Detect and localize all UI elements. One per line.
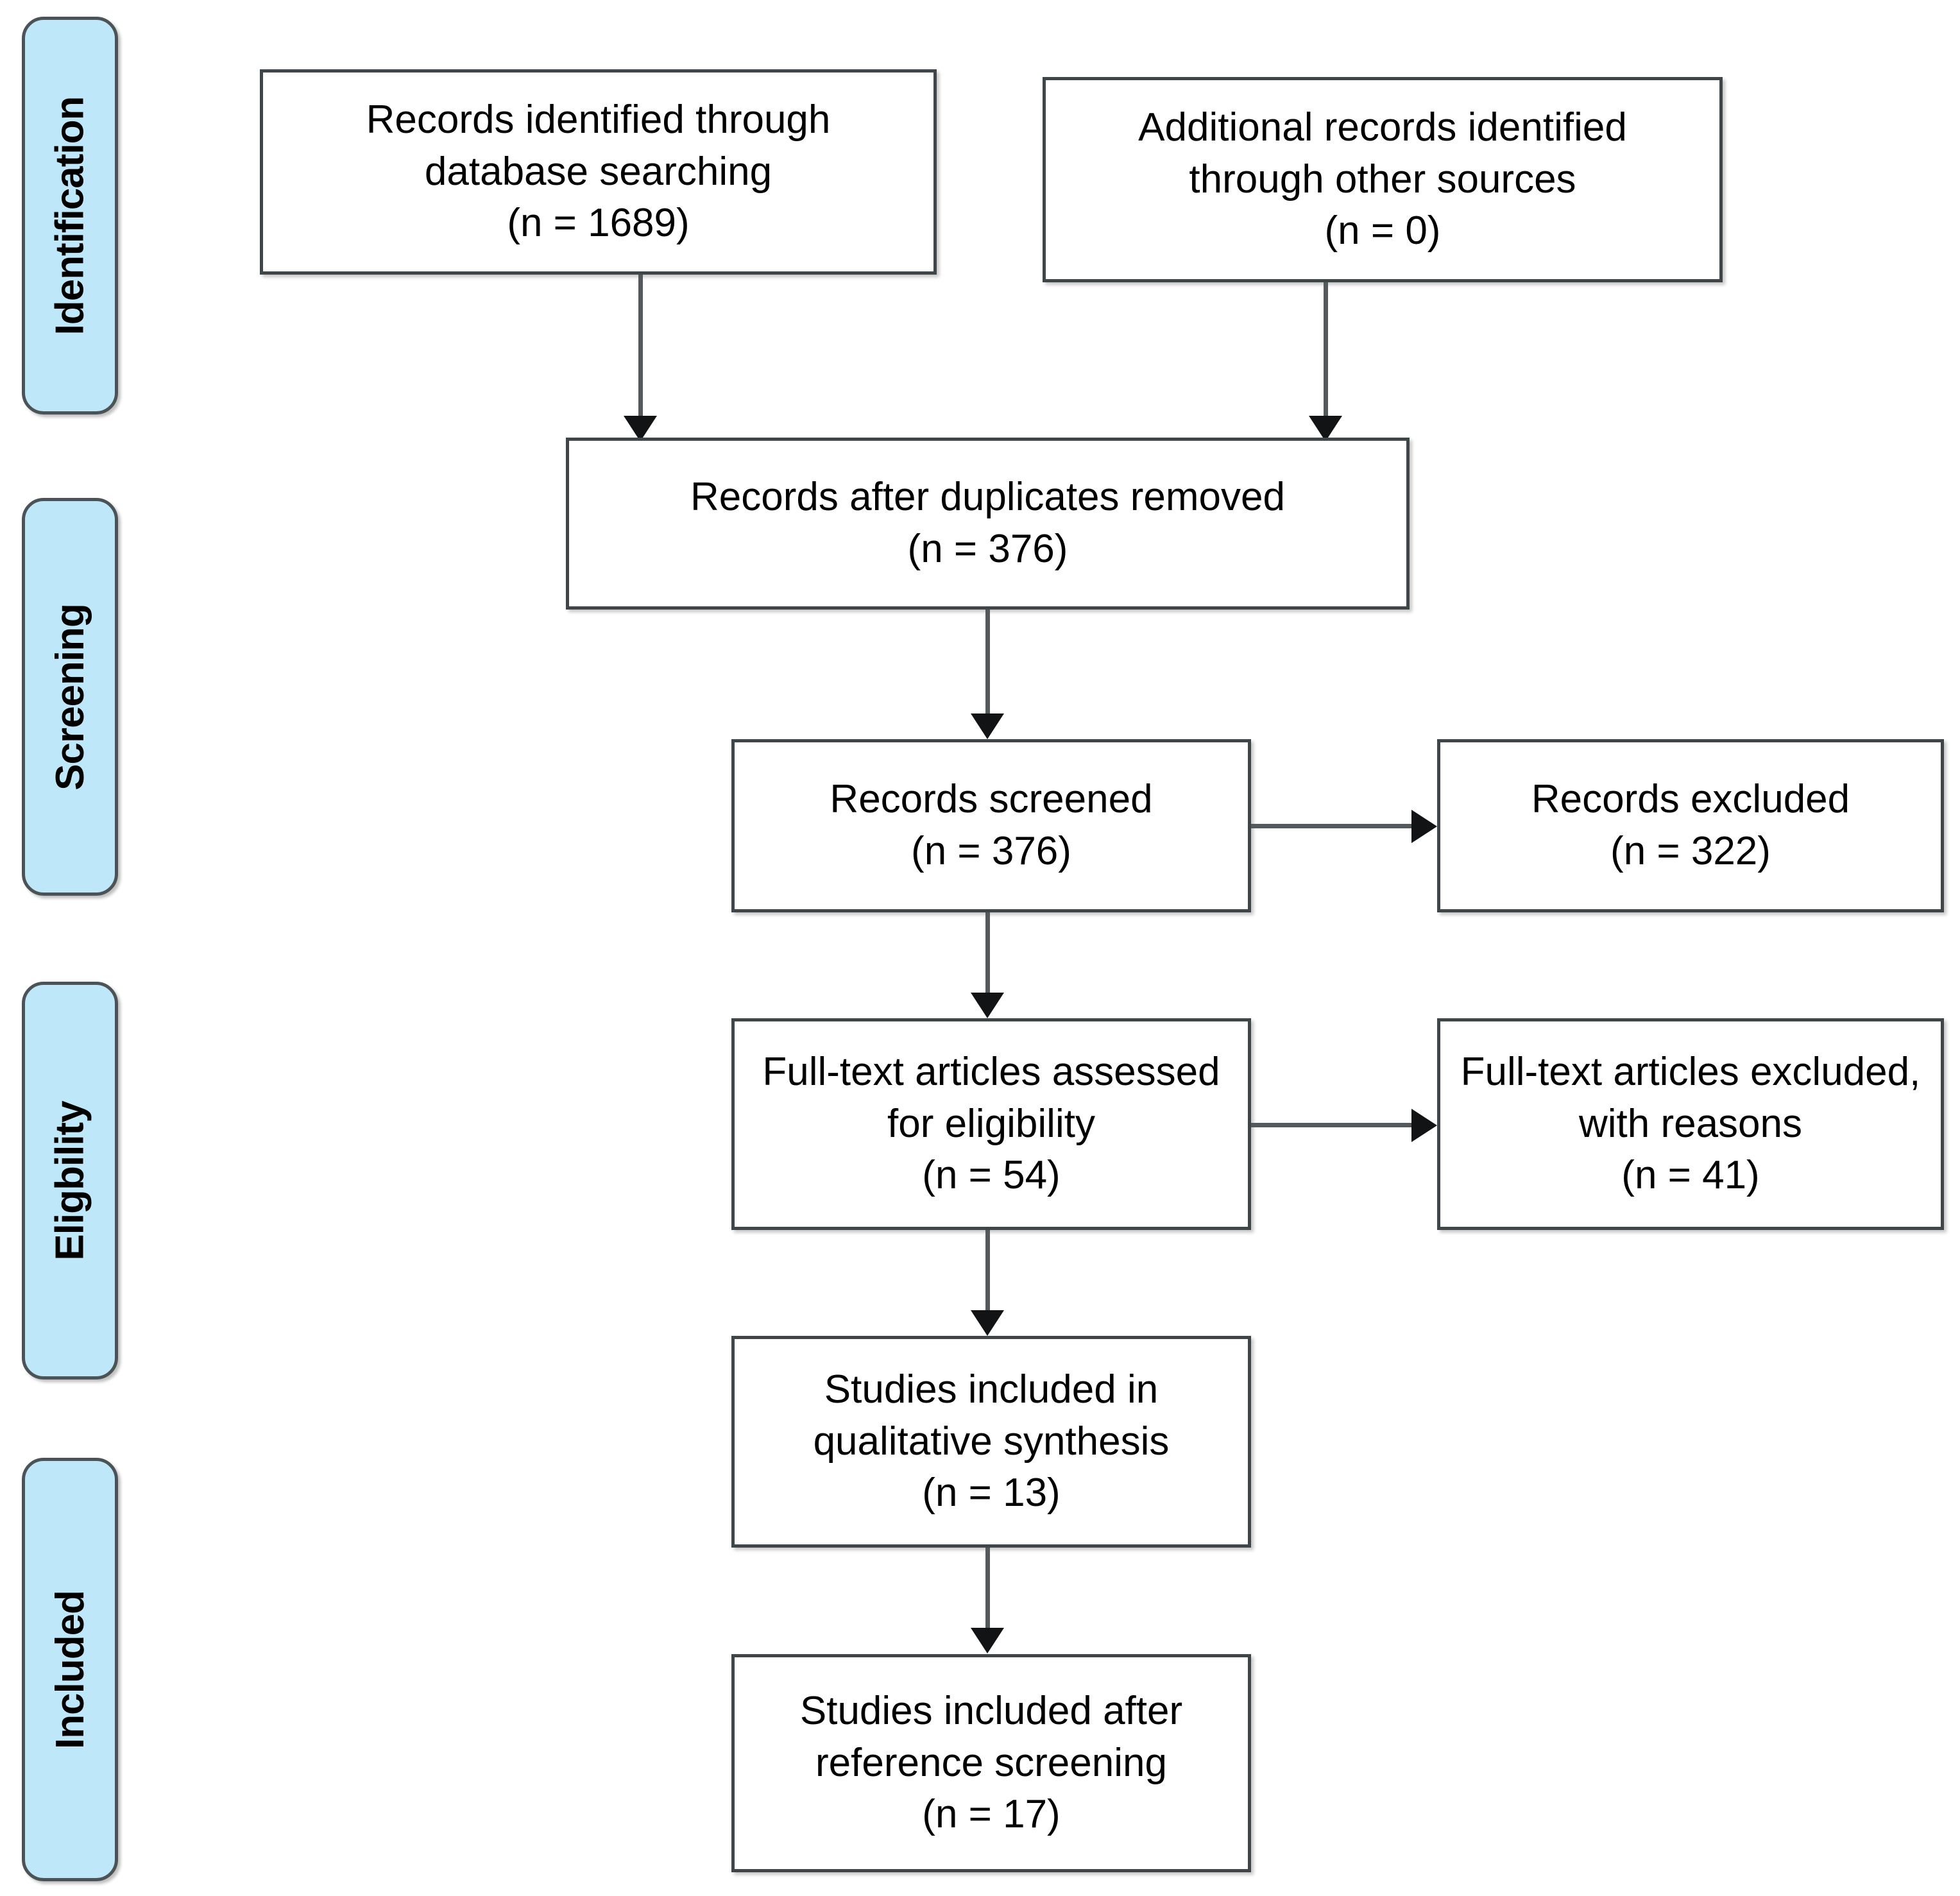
arrowhead-screened-to-fulltext — [971, 993, 1004, 1018]
box-fulltext-assessed: Full-text articles assessed for eligibil… — [731, 1018, 1251, 1230]
box-fulltext-assessed-line1: Full-text articles assessed — [762, 1050, 1220, 1095]
arrowhead-fulltext-to-qualitative — [971, 1310, 1004, 1336]
box-records-identified-line3: (n = 1689) — [507, 201, 690, 246]
arrowhead-fulltext-to-excluded — [1411, 1109, 1437, 1142]
connector-additional-to-duplicates — [1324, 282, 1328, 422]
box-records-identified: Records identified through database sear… — [260, 69, 937, 275]
connector-screened-to-fulltext — [985, 912, 990, 999]
stage-label-identification: Identification — [47, 96, 92, 335]
box-records-excluded: Records excluded (n = 322) — [1437, 739, 1944, 912]
box-qualitative-synthesis-line2: qualitative synthesis — [813, 1419, 1170, 1464]
box-additional-records: Additional records identified through ot… — [1043, 77, 1723, 282]
arrowhead-duplicates-to-screened — [971, 713, 1004, 739]
box-after-reference-screening: Studies included after reference screeni… — [731, 1654, 1251, 1872]
box-records-screened-line2: (n = 376) — [911, 829, 1071, 873]
stage-label-screening: Screening — [47, 603, 92, 790]
stage-label-included: Included — [47, 1590, 92, 1749]
box-records-identified-line1: Records identified through — [366, 98, 831, 142]
box-fulltext-assessed-line2: for eligibility — [887, 1101, 1095, 1146]
box-records-identified-line2: database searching — [424, 149, 772, 194]
box-duplicates-removed-line2: (n = 376) — [907, 527, 1068, 571]
box-fulltext-excluded: Full-text articles excluded, with reason… — [1437, 1018, 1944, 1230]
stage-pill-included: Included — [22, 1458, 118, 1881]
box-fulltext-excluded-line3: (n = 41) — [1621, 1153, 1760, 1198]
connector-identified-to-duplicates — [638, 275, 643, 422]
box-records-screened: Records screened (n = 376) — [731, 739, 1251, 912]
stage-label-eligibility: Eligbility — [47, 1100, 92, 1261]
connector-duplicates-to-screened — [985, 610, 990, 720]
box-duplicates-removed-line1: Records after duplicates removed — [690, 475, 1285, 520]
stage-pill-screening: Screening — [22, 498, 118, 896]
arrowhead-additional-to-duplicates — [1309, 416, 1342, 441]
stage-pill-identification: Identification — [22, 17, 118, 414]
connector-qualitative-to-reference — [985, 1548, 990, 1634]
arrowhead-identified-to-duplicates — [624, 416, 657, 441]
arrowhead-screened-to-excluded — [1411, 810, 1437, 843]
box-duplicates-removed: Records after duplicates removed (n = 37… — [566, 438, 1410, 610]
box-fulltext-excluded-line1: Full-text articles excluded, — [1460, 1050, 1921, 1095]
box-after-reference-screening-line2: reference screening — [815, 1740, 1167, 1785]
box-additional-records-line3: (n = 0) — [1324, 209, 1441, 253]
stage-pill-eligibility: Eligbility — [22, 982, 118, 1379]
box-qualitative-synthesis-line3: (n = 13) — [922, 1471, 1061, 1516]
box-after-reference-screening-line1: Studies included after — [799, 1689, 1183, 1734]
connector-screened-to-excluded — [1251, 824, 1417, 828]
box-fulltext-excluded-line2: with reasons — [1578, 1101, 1803, 1146]
box-records-excluded-line2: (n = 322) — [1610, 829, 1771, 873]
box-additional-records-line1: Additional records identified — [1138, 105, 1627, 150]
box-records-screened-line1: Records screened — [830, 777, 1153, 822]
box-records-excluded-line1: Records excluded — [1531, 777, 1850, 822]
box-after-reference-screening-line3: (n = 17) — [922, 1792, 1061, 1837]
box-additional-records-line2: through other sources — [1189, 157, 1576, 201]
connector-fulltext-to-excluded — [1251, 1123, 1417, 1127]
box-fulltext-assessed-line3: (n = 54) — [922, 1153, 1061, 1198]
box-qualitative-synthesis-line1: Studies included in — [824, 1367, 1159, 1412]
box-qualitative-synthesis: Studies included in qualitative synthesi… — [731, 1336, 1251, 1548]
arrowhead-qualitative-to-reference — [971, 1628, 1004, 1653]
connector-fulltext-to-qualitative — [985, 1230, 990, 1317]
